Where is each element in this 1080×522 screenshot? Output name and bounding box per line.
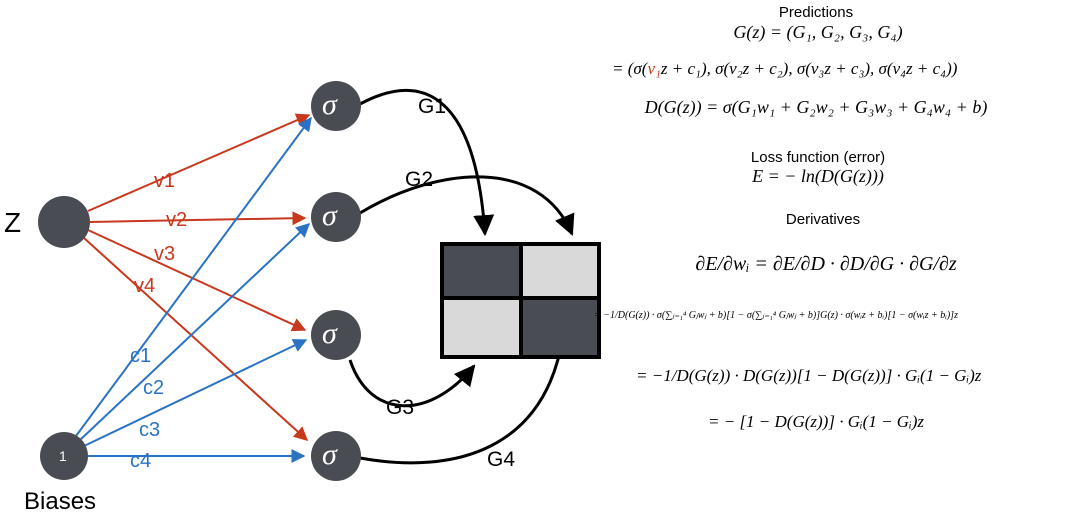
bias-node xyxy=(40,432,88,480)
bias-label: Biases xyxy=(24,488,97,515)
grid-cell-2 xyxy=(521,244,599,298)
grid-cell-1 xyxy=(442,244,521,298)
sigma-symbol-3: σ xyxy=(322,317,337,350)
chain-rule-equation: ∂E/∂wᵢ = ∂E/∂D · ∂D/∂G · ∂G/∂z xyxy=(695,253,957,275)
output-grid xyxy=(440,242,601,359)
edge-v3 xyxy=(87,229,307,332)
grid-cell-4 xyxy=(521,298,599,357)
edge-g2 xyxy=(359,175,575,236)
bias-weight-c4: c4 xyxy=(130,450,152,472)
bias-node-text: 1 xyxy=(59,448,67,464)
pred-expansion-prefix: = (σ( xyxy=(612,59,648,78)
bias-edges xyxy=(75,116,312,463)
final-derivative: = − [1 − D(G(z))] · Gᵢ(1 − Gᵢ)z xyxy=(708,412,925,431)
pred-expansion-rest: z + c₁), σ(v₂z + c₂), σ(v₃z + c₃), σ(v₄z… xyxy=(660,59,958,78)
weight-edges xyxy=(83,113,311,441)
loss-equation: E = − ln(D(G(z))) xyxy=(752,166,884,186)
bias-weight-c3: c3 xyxy=(139,419,161,441)
edge-v4 xyxy=(83,237,309,441)
loss-heading: Loss function (error) xyxy=(750,149,886,166)
predictions-expansion: = (σ(v₁z + c₁), σ(v₂z + c₂), σ(v₃z + c₃)… xyxy=(612,59,957,79)
sigma-symbol-4: σ xyxy=(322,438,337,471)
grid-cell-3 xyxy=(442,298,521,357)
sigma-symbol-1: σ xyxy=(322,88,337,121)
expanded-derivative: = −1/D(G(z)) · σ(∑ⱼ₌₁⁴ Gⱼwⱼ + b)[1 − σ(∑… xyxy=(594,310,958,321)
output-label-g3: G3 xyxy=(386,396,415,419)
sigma-symbol-2: σ xyxy=(322,199,337,232)
edge-v2 xyxy=(89,211,307,226)
edge-g1 xyxy=(359,89,495,237)
sigma-node-3 xyxy=(311,310,361,360)
weight-label-v1: v1 xyxy=(154,170,176,192)
output-label-g1: G1 xyxy=(418,95,447,118)
discriminator-equation: D(G(z)) = σ(G₁w₁ + G₂w₂ + G₃w₃ + G₄w₄ + … xyxy=(644,97,988,117)
input-node-z xyxy=(38,196,90,248)
derivatives-heading: Derivatives xyxy=(785,211,861,228)
bias-weight-c1: c1 xyxy=(130,345,152,367)
bias-weight-c2: c2 xyxy=(143,377,165,399)
sigma-node-1 xyxy=(311,81,361,131)
output-label-g2: G2 xyxy=(405,168,434,191)
weight-label-v4: v4 xyxy=(134,275,156,297)
pred-expansion-highlight: v₁ xyxy=(647,59,661,78)
output-edges xyxy=(348,89,575,465)
predictions-equation: G(z) = (G₁, G₂, G₃, G₄) xyxy=(733,22,903,42)
edge-g4 xyxy=(359,333,571,465)
output-label-g4: G4 xyxy=(487,448,516,471)
edge-c2 xyxy=(79,223,311,441)
edge-c1 xyxy=(75,116,312,437)
simplified-derivative: = −1/D(G(z)) · D(G(z))[1 − D(G(z))] · Gᵢ… xyxy=(636,366,982,385)
sigma-node-2 xyxy=(311,192,361,242)
predictions-heading: Predictions xyxy=(778,4,854,21)
sigma-node-4 xyxy=(311,431,361,481)
edge-g3 xyxy=(348,359,476,408)
weight-label-v2: v2 xyxy=(166,209,188,231)
edge-c3 xyxy=(83,339,308,447)
weight-label-v3: v3 xyxy=(154,243,176,265)
sigma-nodes xyxy=(311,81,361,481)
edge-v1 xyxy=(87,113,311,212)
input-label: Z xyxy=(4,207,22,238)
